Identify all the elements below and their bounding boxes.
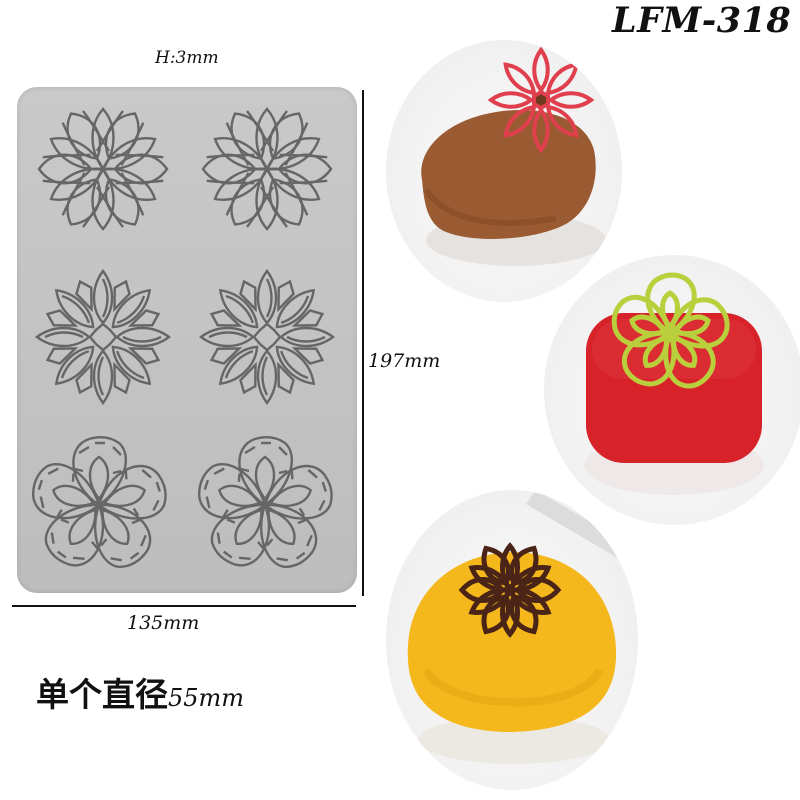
red-velvet-cube-cake-image [584, 272, 764, 495]
photo-yellow-dome-cake [386, 490, 638, 790]
yellow-dome-cake-image [407, 490, 638, 764]
diameter-value: 55mm [168, 684, 245, 712]
length-dimension-line [362, 90, 364, 596]
photo-red-velvet-cube-cake [544, 255, 800, 525]
height-label: H:3mm [155, 48, 219, 68]
lotus-cavity-icon [201, 107, 333, 231]
width-label: 135mm [127, 612, 200, 634]
lace-flower-cavity-icon [195, 435, 335, 575]
width-dimension-line [12, 605, 356, 607]
model-code-title: LFM-318 [612, 0, 792, 41]
lotus-cavity-icon [37, 107, 169, 231]
diameter-label: 单个直径 [36, 675, 168, 714]
length-label: 197mm [368, 350, 441, 372]
diameter-note: 单个直径55mm [36, 668, 244, 716]
lace-flower-cavity-icon [29, 435, 169, 575]
chocolate-log-cake-image [421, 46, 606, 266]
photo-chocolate-log-cake [386, 40, 622, 302]
silicone-mold-panel [17, 87, 357, 593]
starburst-cavity-icon [35, 269, 171, 405]
starburst-cavity-icon [199, 269, 335, 405]
